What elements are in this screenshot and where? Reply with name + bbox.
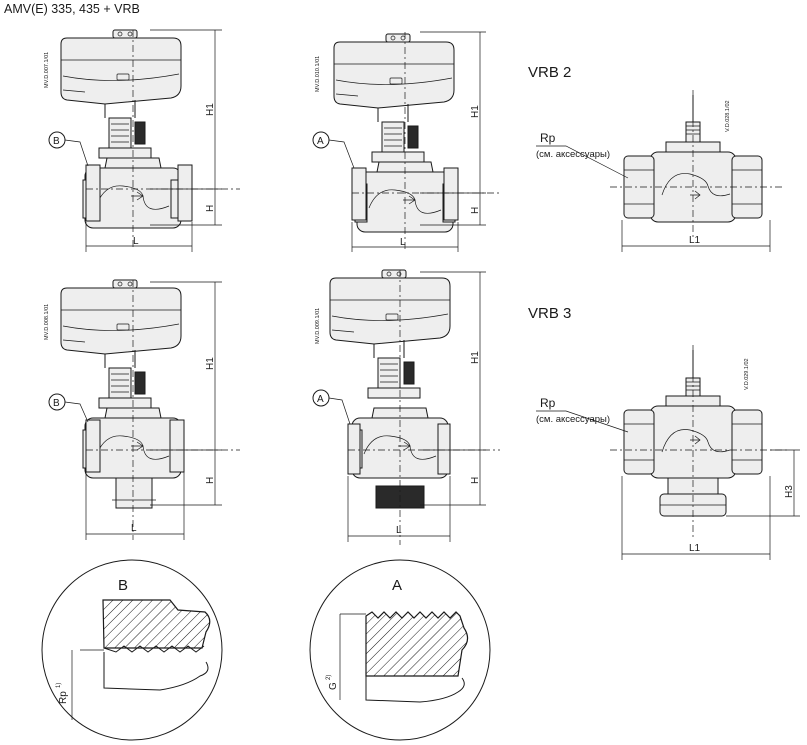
code-2: MV.D.010.1/01 <box>315 56 321 92</box>
code-3: V.D.028.1/02 <box>725 100 731 132</box>
dim-h-3: H <box>205 477 216 484</box>
vrb2-valve: L1 Rp (см. аксессуары) <box>536 90 785 252</box>
dim-l-2: L <box>400 237 406 248</box>
detail-b-title: B <box>118 577 128 594</box>
code-4: MV.D.008.1/01 <box>44 304 50 340</box>
rp-label-1: Rp <box>540 131 556 145</box>
dim-h3: H3 <box>784 485 795 498</box>
detail-a-label: G <box>328 682 339 690</box>
detail-a-sup: 2) <box>326 675 332 680</box>
vrb3-valve: H3 L1 Rp (см. аксессуары) <box>536 345 800 560</box>
callout-b-1: B <box>53 136 60 147</box>
dim-l1-2: L1 <box>689 543 701 554</box>
callout-a-1: A <box>317 136 324 147</box>
dim-h1-2: H1 <box>470 105 481 118</box>
code-1: MV.D.007.1/01 <box>44 52 50 88</box>
vrb3-title: VRB 3 <box>528 305 572 322</box>
dim-h1-4: H1 <box>470 351 481 364</box>
assembly-top-left: H1 H L B <box>48 29 240 252</box>
rp-label-2: Rp <box>540 396 556 410</box>
assembly-top-middle: H1 H L A <box>312 31 500 252</box>
dim-h1-1: H1 <box>205 103 216 116</box>
accessories-1: (см. аксессуары) <box>536 149 610 160</box>
dim-h1-3: H1 <box>205 357 216 370</box>
dim-l-4: L <box>396 525 402 536</box>
code-6: V.D.029.1/02 <box>744 358 750 390</box>
detail-b: B Rp 1) <box>41 559 223 741</box>
detail-a: A G 2) <box>309 559 491 741</box>
dim-h-2: H <box>470 207 481 214</box>
vrb2-title: VRB 2 <box>528 64 572 81</box>
detail-a-title: A <box>392 577 402 594</box>
figure-title: AMV(E) 335, 435 + VRB <box>4 2 140 16</box>
assembly-bottom-left: H1 H L B <box>48 279 240 540</box>
detail-b-sup: 1) <box>56 683 62 688</box>
callout-b-2: B <box>53 398 60 409</box>
detail-b-label: Rp <box>58 691 69 704</box>
dim-l1-1: L1 <box>689 235 701 246</box>
code-5: MV.D.009.1/01 <box>315 308 321 344</box>
dim-l-3: L <box>131 523 137 534</box>
callout-a-2: A <box>317 394 324 405</box>
dim-h-1: H <box>205 205 216 212</box>
accessories-2: (см. аксессуары) <box>536 414 610 425</box>
dim-h-4: H <box>470 477 481 484</box>
dim-l-1: L <box>133 236 139 247</box>
assembly-bottom-middle: H1 H L A <box>312 269 500 545</box>
